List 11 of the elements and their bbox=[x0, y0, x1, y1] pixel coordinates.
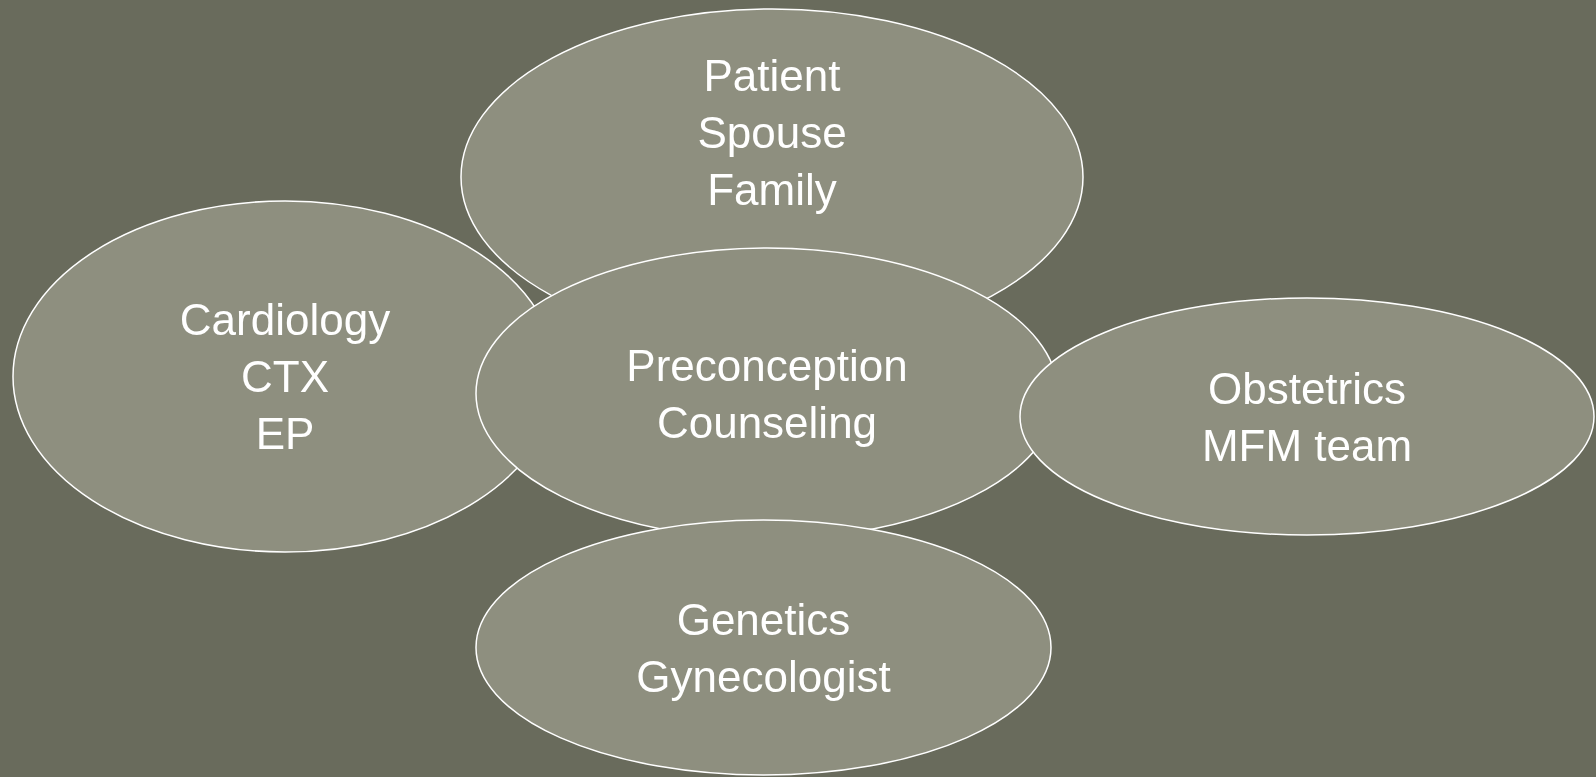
node-label: MFM team bbox=[1201, 419, 1413, 472]
node-label: Preconception Counseling bbox=[625, 339, 909, 449]
node-label: CTX bbox=[241, 351, 329, 403]
node-label: Family bbox=[707, 163, 837, 216]
node-label: Obstetrics bbox=[1207, 362, 1406, 415]
node-label: EP bbox=[255, 408, 315, 460]
node-label: Cardiology bbox=[179, 294, 391, 346]
node-label: Spouse bbox=[697, 106, 847, 159]
node-label: Gynecologist bbox=[636, 650, 891, 703]
node-label: Patient bbox=[703, 49, 841, 102]
node-label: Genetics bbox=[676, 593, 851, 646]
